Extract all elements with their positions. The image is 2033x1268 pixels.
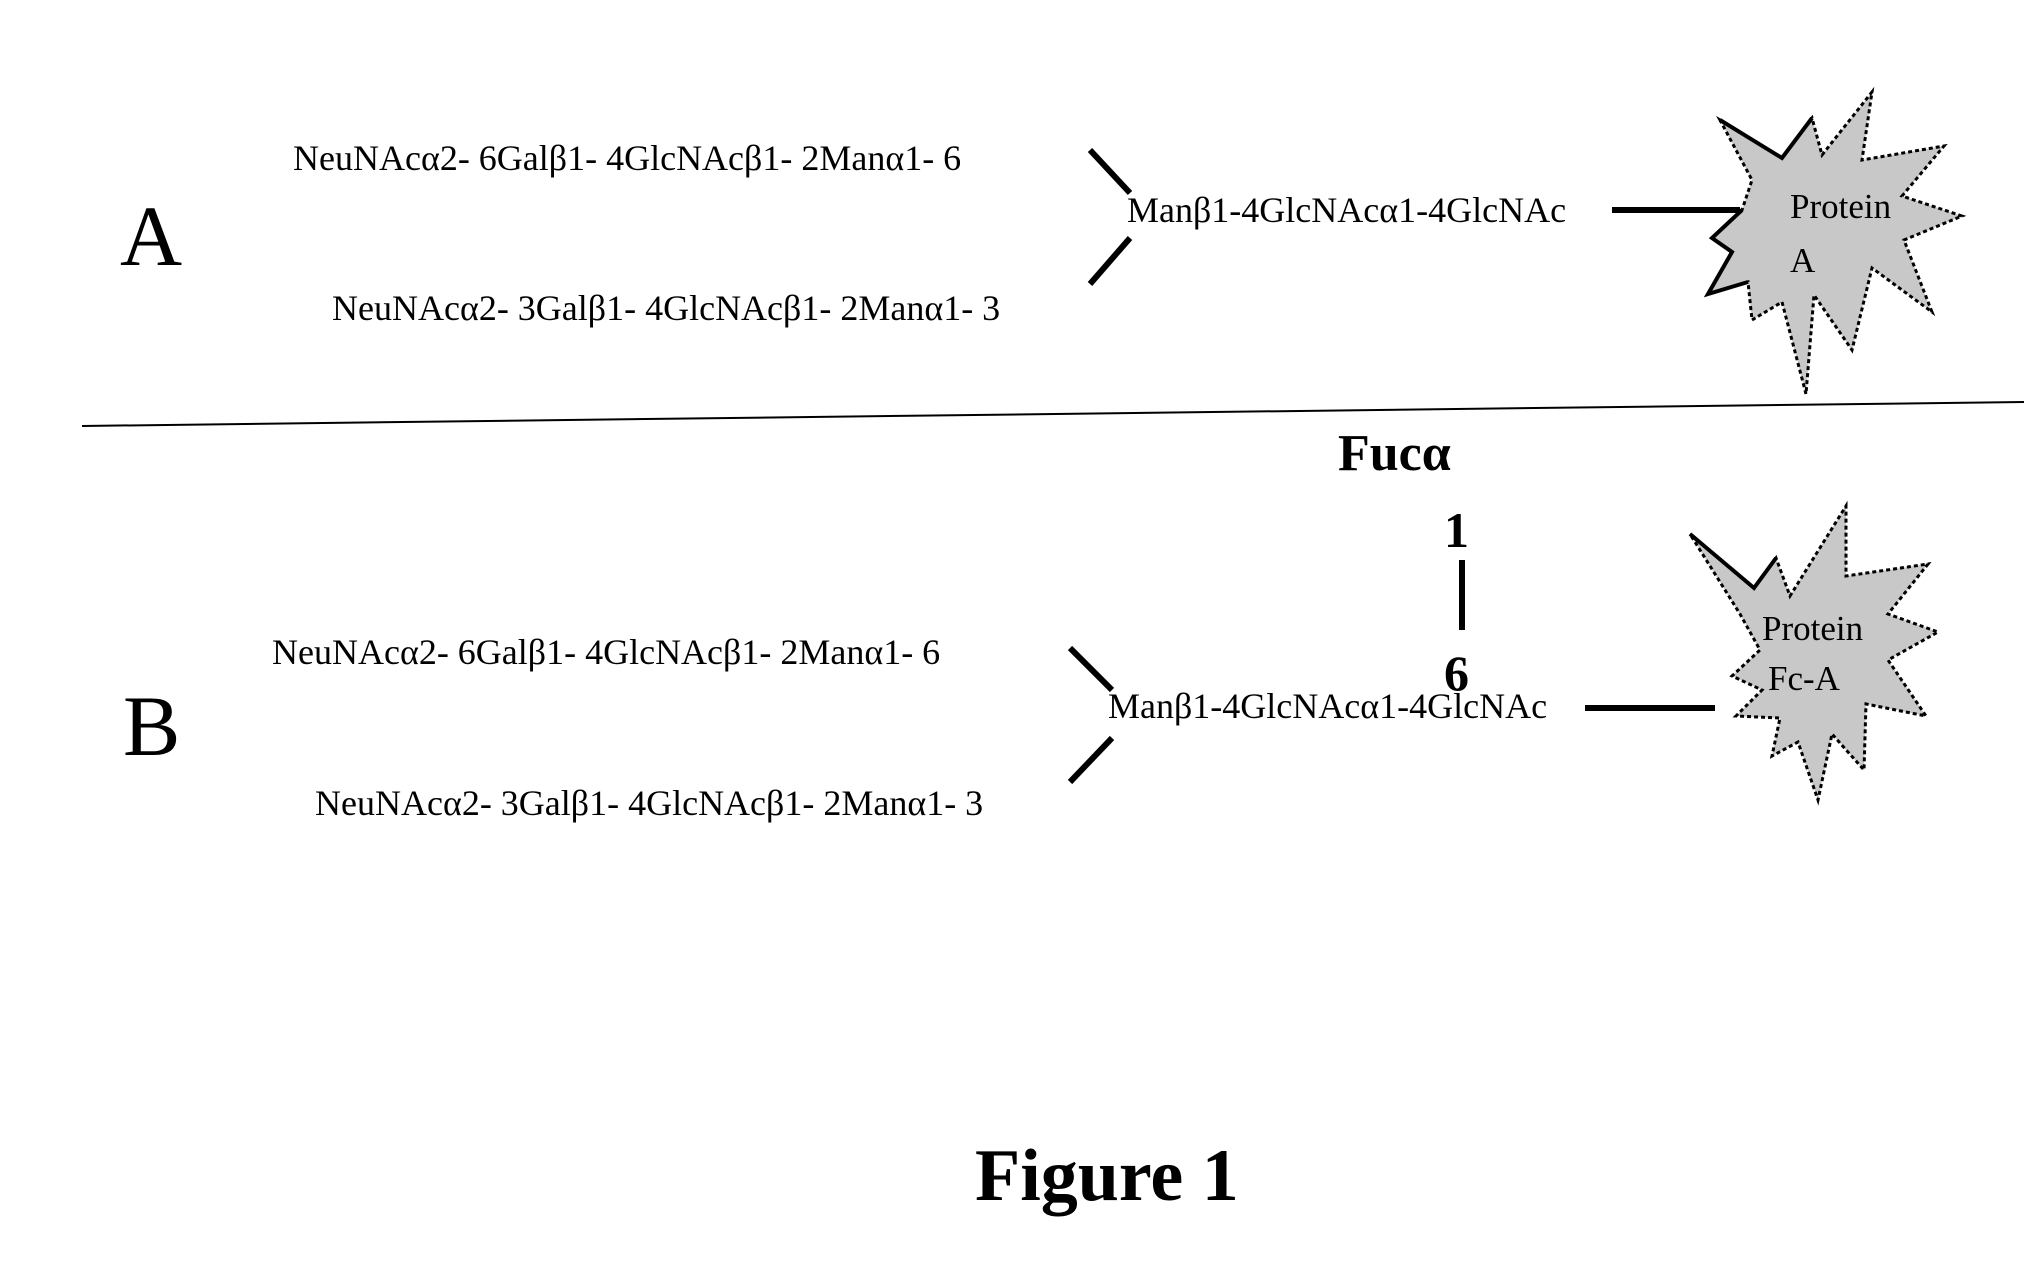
panel-a-core: Manβ1-4GlcNAcα1-4GlcNAc <box>1127 190 1566 230</box>
panel-a-bond-alpha3 <box>1090 238 1130 284</box>
panel-b-fucose: Fucα <box>1338 425 1451 482</box>
panel-b-star-shape <box>1690 506 1938 800</box>
panel-a-bond-alpha6 <box>1090 150 1130 193</box>
panel-b-protein-star: Protein Fc-A <box>1690 506 1938 800</box>
panel-b-core: Manβ1-4GlcNAcα1-4GlcNAc <box>1108 686 1547 726</box>
panel-b-branch-bottom: NeuNAcα2- 3Galβ1- 4GlcNAcβ1- 2Manα1- 3 <box>315 783 983 823</box>
panel-a-branch-top: NeuNAcα2- 6Galβ1- 4GlcNAcβ1- 2Manα1- 6 <box>293 138 961 178</box>
figure-caption: Figure 1 <box>975 1135 1239 1217</box>
panel-b-protein-sublabel: Fc-A <box>1768 659 1841 698</box>
panel-b-branch-top: NeuNAcα2- 6Galβ1- 4GlcNAcβ1- 2Manα1- 6 <box>272 632 940 672</box>
panel-a-protein-label: Protein <box>1790 187 1891 226</box>
panel-a-branch-bottom: NeuNAcα2- 3Galβ1- 4GlcNAcβ1- 2Manα1- 3 <box>332 288 1000 328</box>
panel-a: A NeuNAcα2- 6Galβ1- 4GlcNAcβ1- 2Manα1- 6… <box>120 92 1962 394</box>
panel-b-protein-label: Protein <box>1762 609 1863 648</box>
panel-a-letter: A <box>120 188 182 284</box>
panel-a-protein-sublabel: A <box>1790 241 1816 280</box>
panel-a-protein-star: Protein A <box>1708 92 1962 394</box>
panel-b-letter: B <box>123 678 180 774</box>
panel-b-bond-alpha6 <box>1070 648 1112 690</box>
panel-divider <box>82 402 2024 426</box>
panel-b-fucose-link-from: 1 <box>1444 502 1469 558</box>
panel-b: B Fucα 1 6 NeuNAcα2- 6Galβ1- 4GlcNAcβ1- … <box>123 425 1938 823</box>
panel-b-bond-alpha3 <box>1070 738 1112 782</box>
